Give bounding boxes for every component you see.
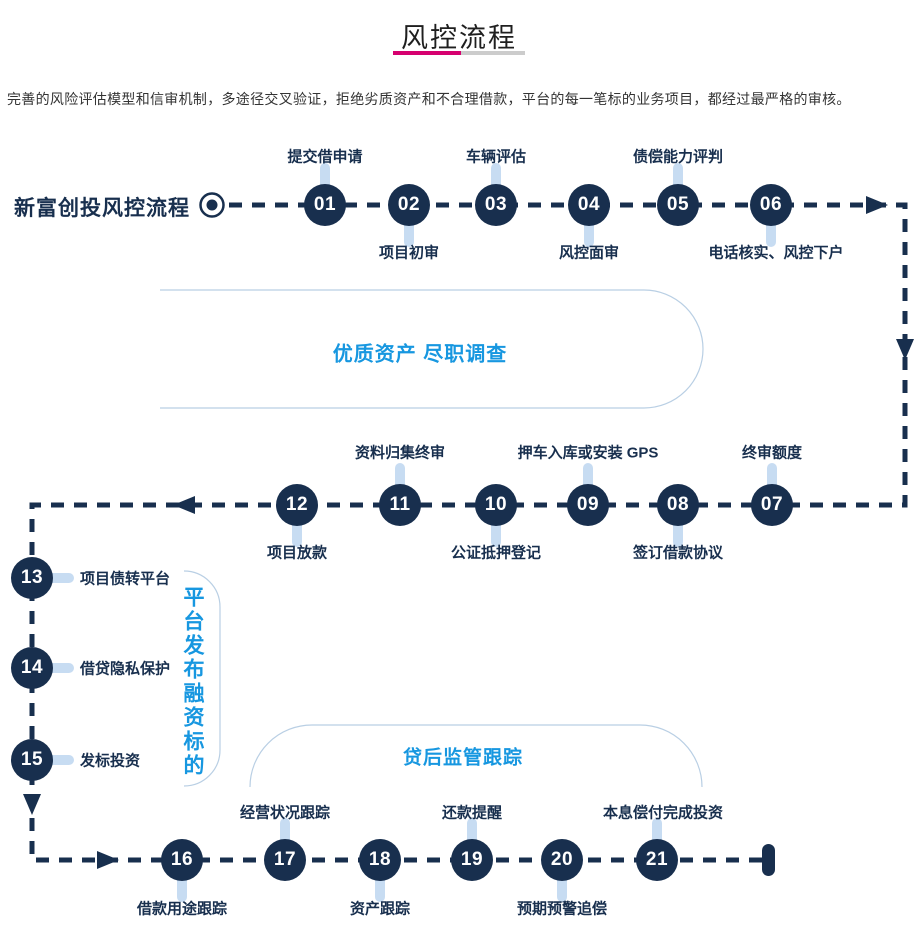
- step-node-21: 21: [636, 839, 678, 881]
- stem-step-08: [673, 515, 683, 547]
- stem-step-03: [491, 163, 501, 195]
- arrow-left-row2-icon: [173, 496, 195, 514]
- stem-step-20: [557, 870, 567, 902]
- step-label-09: 押车入库或安装 GPS: [517, 444, 659, 462]
- stem-step-05: [673, 163, 683, 195]
- step-node-17: 17: [264, 839, 306, 881]
- step-node-11: 11: [379, 484, 421, 526]
- stem-step-14: [44, 663, 74, 673]
- arrow-right-row1-icon: [866, 196, 888, 214]
- step-label-02: 项目初审: [378, 244, 440, 262]
- arrow-right-row3-icon: [97, 851, 119, 869]
- step-label-11: 资料归集终审: [354, 444, 446, 462]
- stem-step-09: [583, 463, 593, 495]
- stem-step-06: [766, 215, 776, 247]
- step-label-16: 借款用途跟踪: [136, 900, 228, 918]
- step-label-20: 预期预警追偿: [516, 900, 608, 918]
- stem-step-15: [44, 755, 74, 765]
- step-node-07: 07: [751, 484, 793, 526]
- step-node-18: 18: [359, 839, 401, 881]
- step-label-15: 发标投资: [80, 752, 141, 770]
- page-title: 风控流程: [401, 23, 517, 53]
- description-text: 完善的风险评估模型和信审机制，多途径交叉验证，拒绝劣质资产和不合理借款，平台的每…: [7, 91, 851, 107]
- step-label-18: 资产跟踪: [349, 900, 411, 918]
- stem-step-19: [467, 818, 477, 850]
- stem-step-07: [767, 463, 777, 495]
- stem-step-11: [395, 463, 405, 495]
- stem-step-04: [584, 215, 594, 247]
- step-label-12: 项目放款: [266, 544, 328, 562]
- stem-step-18: [375, 870, 385, 902]
- stem-step-17: [280, 818, 290, 850]
- step-node-02: 02: [388, 184, 430, 226]
- step-label-03: 车辆评估: [465, 148, 527, 166]
- stem-step-02: [404, 215, 414, 247]
- step-node-04: 04: [568, 184, 610, 226]
- title-underline: [393, 51, 525, 55]
- stem-step-01: [320, 163, 330, 195]
- start-target-dot-icon: [206, 199, 218, 211]
- step-label-14: 借贷隐私保护: [80, 660, 171, 678]
- arrow-down-left-icon: [23, 794, 41, 815]
- step-label-21: 本息偿付完成投资: [602, 804, 724, 822]
- step-label-01: 提交借申请: [287, 148, 363, 166]
- arrow-down-right-icon: [896, 339, 914, 360]
- step-label-10: 公证抵押登记: [450, 544, 542, 562]
- step-node-14: 14: [11, 647, 53, 689]
- post-loan-caption: 贷后监管跟踪: [402, 747, 524, 769]
- stem-step-16: [177, 870, 187, 902]
- step-node-09: 09: [567, 484, 609, 526]
- stem-step-10: [491, 515, 501, 547]
- step-node-05: 05: [657, 184, 699, 226]
- step-node-06: 06: [750, 184, 792, 226]
- dashed-flow-line: [29, 202, 908, 863]
- step-node-13: 13: [11, 557, 53, 599]
- step-label-17: 经营状况跟踪: [239, 804, 331, 822]
- stem-step-12: [292, 515, 302, 547]
- due-diligence-bracket: [160, 289, 704, 409]
- step-node-08: 08: [657, 484, 699, 526]
- step-node-16: 16: [161, 839, 203, 881]
- step-node-12: 12: [276, 484, 318, 526]
- step-label-08: 签订借款协议: [632, 544, 724, 562]
- post-loan-bracket: [249, 724, 703, 788]
- platform-publish-bracket: [183, 570, 221, 787]
- title-underline-pink: [393, 51, 461, 55]
- step-node-01: 01: [304, 184, 346, 226]
- step-node-20: 20: [541, 839, 583, 881]
- title-underline-gray: [461, 51, 525, 55]
- step-node-15: 15: [11, 739, 53, 781]
- stem-step-13: [44, 573, 74, 583]
- step-label-05: 债偿能力评判: [632, 148, 724, 166]
- due-diligence-caption: 优质资产 尽职调查: [332, 343, 508, 366]
- step-node-19: 19: [451, 839, 493, 881]
- flow-title: 新富创投风控流程: [14, 197, 190, 220]
- step-label-06: 电话核实、风控下户: [708, 244, 844, 262]
- step-label-07: 终审额度: [741, 444, 803, 462]
- step-node-03: 03: [475, 184, 517, 226]
- step-label-19: 还款提醒: [441, 804, 503, 822]
- step-label-13: 项目债转平台: [80, 570, 171, 588]
- stem-step-21: [652, 818, 662, 850]
- platform-publish-caption: 平台发布融资标的: [181, 586, 204, 778]
- step-label-04: 风控面审: [558, 244, 620, 262]
- step-node-10: 10: [475, 484, 517, 526]
- flow-end-cap-icon: [762, 844, 775, 876]
